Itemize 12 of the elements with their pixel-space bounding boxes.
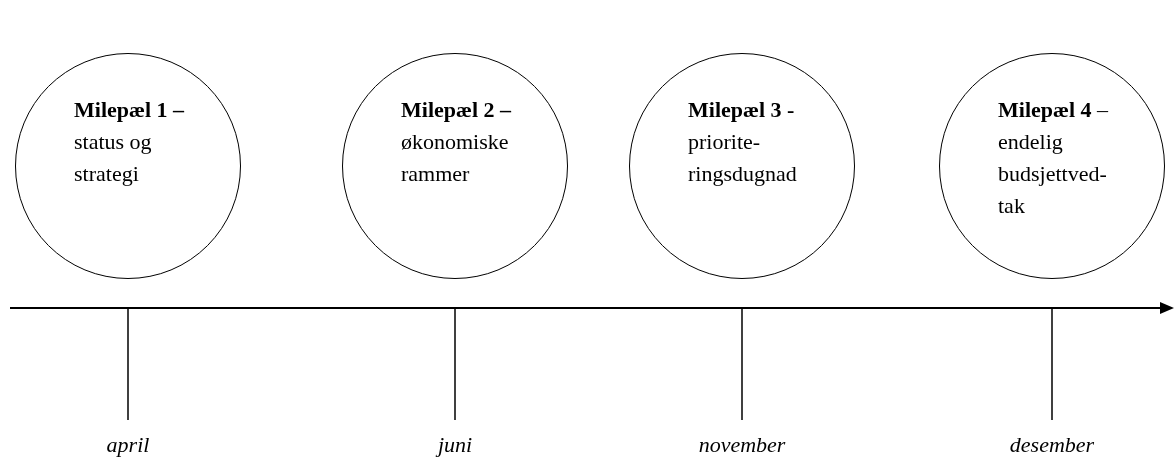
milestone-title: Milepæl 1 – [74,96,185,124]
milestone-description: økonomiske rammer [401,128,510,188]
month-label: desember [1009,432,1095,458]
milestone-description: status og strategi [74,128,153,188]
month-label: juni [437,432,473,458]
milestone-description: endelig budsjettved- tak [998,128,1108,220]
milestone-title: Milepæl 3 - [688,96,796,124]
milestone-title: Milepæl 4 – [998,96,1109,124]
milestone-title: Milepæl 2 – [401,96,512,124]
month-label: november [698,432,786,458]
milestone-description: priorite- ringsdugnad [688,128,798,188]
month-label: april [106,432,150,458]
